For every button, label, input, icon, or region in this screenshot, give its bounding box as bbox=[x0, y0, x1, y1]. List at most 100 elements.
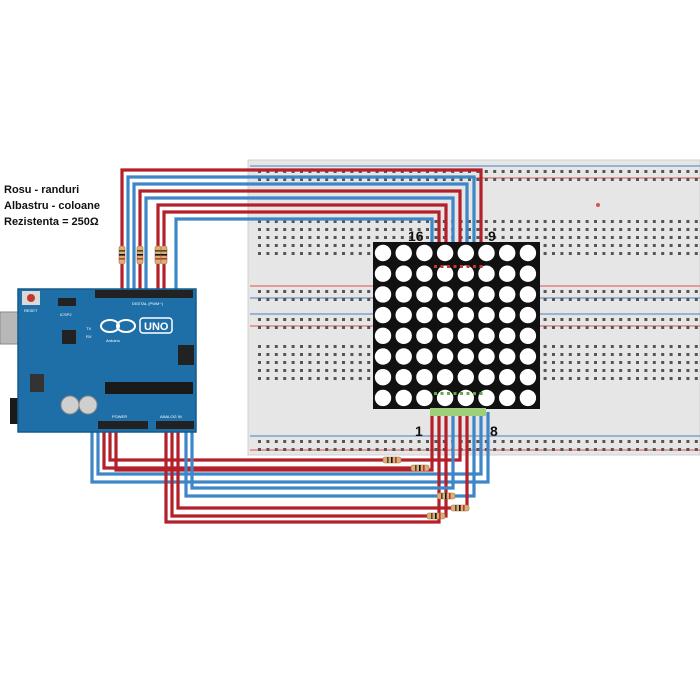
breadboard-hole bbox=[636, 236, 639, 239]
pin-label-16: 16 bbox=[408, 228, 424, 244]
breadboard-hole bbox=[384, 236, 387, 239]
breadboard-hole bbox=[627, 448, 631, 451]
breadboard-hole bbox=[417, 178, 421, 181]
breadboard-hole bbox=[594, 236, 597, 239]
breadboard-hole bbox=[316, 326, 320, 329]
breadboard-hole bbox=[274, 377, 278, 380]
breadboard-hole bbox=[560, 228, 564, 231]
matrix-bottom-pin bbox=[479, 392, 483, 395]
breadboard-hole bbox=[300, 290, 303, 293]
breadboard-hole bbox=[426, 236, 429, 239]
resistor-band bbox=[439, 513, 441, 519]
breadboard-hole bbox=[342, 345, 345, 348]
breadboard-hole bbox=[300, 178, 303, 181]
breadboard-hole bbox=[585, 440, 589, 443]
breadboard-hole bbox=[669, 236, 673, 239]
breadboard-hole bbox=[568, 326, 572, 329]
breadboard-hole bbox=[585, 170, 589, 173]
breadboard-hole bbox=[627, 252, 631, 255]
resistor-band bbox=[441, 493, 443, 499]
breadboard-hole bbox=[610, 377, 614, 380]
breadboard-hole bbox=[442, 440, 446, 443]
breadboard-hole bbox=[342, 252, 345, 255]
breadboard-hole bbox=[535, 236, 539, 239]
breadboard-hole bbox=[258, 298, 261, 301]
breadboard-hole bbox=[526, 236, 530, 239]
breadboard-hole bbox=[333, 220, 337, 223]
breadboard-hole bbox=[686, 377, 690, 380]
breadboard-hole bbox=[652, 318, 656, 321]
breadboard-hole bbox=[350, 448, 354, 451]
led bbox=[457, 244, 474, 262]
breadboard-hole bbox=[476, 440, 480, 443]
led bbox=[374, 286, 392, 303]
breadboard-hole bbox=[325, 220, 329, 223]
breadboard-hole bbox=[333, 326, 337, 329]
breadboard-hole bbox=[568, 298, 572, 301]
breadboard-hole bbox=[367, 440, 371, 443]
breadboard-hole bbox=[552, 236, 555, 239]
breadboard-hole bbox=[258, 318, 261, 321]
breadboard-hole bbox=[627, 345, 631, 348]
breadboard-hole bbox=[560, 290, 564, 293]
matrix-top-pin bbox=[453, 265, 457, 268]
breadboard-hole bbox=[392, 448, 396, 451]
breadboard-hole bbox=[694, 361, 698, 364]
breadboard-hole bbox=[543, 326, 547, 329]
breadboard-hole bbox=[610, 326, 614, 329]
breadboard-hole bbox=[636, 353, 639, 356]
breadboard-hole bbox=[552, 178, 555, 181]
breadboard-hole bbox=[585, 228, 589, 231]
breadboard-hole bbox=[400, 178, 404, 181]
breadboard-hole bbox=[501, 170, 505, 173]
breadboard-hole bbox=[610, 298, 614, 301]
breadboard-hole bbox=[291, 298, 295, 301]
breadboard-hole bbox=[568, 353, 572, 356]
breadboard-hole bbox=[291, 244, 295, 247]
breadboard-hole bbox=[552, 290, 555, 293]
breadboard-hole bbox=[636, 220, 639, 223]
breadboard-hole bbox=[325, 252, 329, 255]
digital-label: DIGITAL (PWM~) bbox=[132, 301, 164, 306]
breadboard-hole bbox=[678, 220, 681, 223]
breadboard-hole bbox=[619, 244, 623, 247]
breadboard-hole bbox=[325, 236, 329, 239]
breadboard-hole bbox=[501, 178, 505, 181]
breadboard-hole bbox=[291, 353, 295, 356]
breadboard-hole bbox=[644, 318, 648, 321]
breadboard-hole bbox=[367, 244, 371, 247]
breadboard-hole bbox=[636, 448, 639, 451]
led bbox=[436, 369, 454, 386]
resistor-band bbox=[455, 505, 457, 511]
breadboard-hole bbox=[560, 244, 564, 247]
led bbox=[374, 369, 392, 386]
breadboard-hole bbox=[392, 178, 396, 181]
breadboard-hole bbox=[484, 236, 488, 239]
breadboard-hole bbox=[585, 236, 589, 239]
breadboard-hole bbox=[266, 178, 270, 181]
breadboard-hole bbox=[652, 440, 656, 443]
breadboard-hole bbox=[686, 220, 690, 223]
regulator bbox=[30, 374, 44, 392]
breadboard-hole bbox=[300, 228, 303, 231]
breadboard-hole bbox=[661, 220, 665, 223]
breadboard-hole bbox=[258, 345, 261, 348]
breadboard-hole bbox=[585, 244, 589, 247]
breadboard-hole bbox=[669, 252, 673, 255]
breadboard-hole bbox=[476, 220, 480, 223]
breadboard-hole bbox=[602, 326, 606, 329]
resistor-band bbox=[119, 258, 125, 260]
breadboard-hole bbox=[476, 228, 480, 231]
breadboard-hole bbox=[333, 228, 337, 231]
resistor bbox=[410, 464, 430, 472]
resistor bbox=[118, 245, 126, 265]
breadboard-hole bbox=[543, 318, 547, 321]
breadboard-hole bbox=[686, 290, 690, 293]
breadboard-hole bbox=[274, 440, 278, 443]
breadboard-hole bbox=[694, 353, 698, 356]
breadboard-hole bbox=[535, 220, 539, 223]
breadboard-hole bbox=[577, 236, 581, 239]
breadboard-hole bbox=[602, 236, 606, 239]
led bbox=[478, 327, 495, 344]
breadboard-hole bbox=[652, 298, 656, 301]
